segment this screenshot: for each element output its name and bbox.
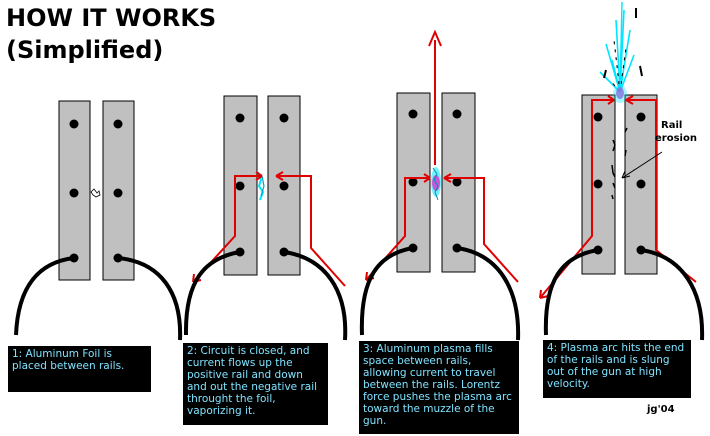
- step-3-illustration: [359, 29, 521, 341]
- title-line-1: HOW IT WORKS: [6, 4, 216, 32]
- current-arrow: [192, 171, 284, 283]
- rail-right: [624, 94, 658, 275]
- rail-erosion-label-line-1: Rail: [661, 120, 682, 131]
- wire-left: [543, 248, 599, 336]
- lorentz-arrowhead: [428, 29, 442, 47]
- plasma-arc: [431, 167, 441, 201]
- step-2-caption: 2: Circuit is closed, and current flows …: [183, 343, 328, 425]
- current-path: [192, 175, 346, 287]
- wire-right: [117, 256, 183, 341]
- signature: jg'04: [646, 404, 675, 415]
- rail-left: [58, 100, 91, 281]
- rail-erosion-marks: [611, 127, 628, 200]
- wire-left: [14, 256, 75, 336]
- wire-left: [183, 250, 241, 336]
- rail-erosion-pointer: [621, 151, 663, 179]
- wire-right: [283, 250, 348, 341]
- step-4-caption: 4: Plasma arc hits the end of the rails …: [543, 340, 691, 398]
- rail-erosion-arrowhead: [621, 170, 631, 179]
- aluminum-foil: [90, 188, 101, 198]
- title-line-2: (Simplified): [6, 36, 163, 64]
- step-2-illustration: [183, 95, 348, 341]
- current-arrow: [365, 173, 452, 281]
- rail-erosion-label-line-2: erosion: [655, 133, 697, 144]
- plasma-spray: [599, 1, 643, 103]
- step-1-illustration: [14, 100, 183, 341]
- wire-right: [640, 248, 705, 341]
- step-3-caption: 3: Aluminum plasma fills space between r…: [359, 341, 519, 434]
- wire-left: [359, 246, 414, 336]
- step-1-caption: 1: Aluminum Foil is placed between rails…: [8, 346, 151, 392]
- wire-right: [456, 246, 521, 341]
- current-arrow: [539, 95, 634, 299]
- step-4-illustration: Rail erosion: [539, 1, 705, 341]
